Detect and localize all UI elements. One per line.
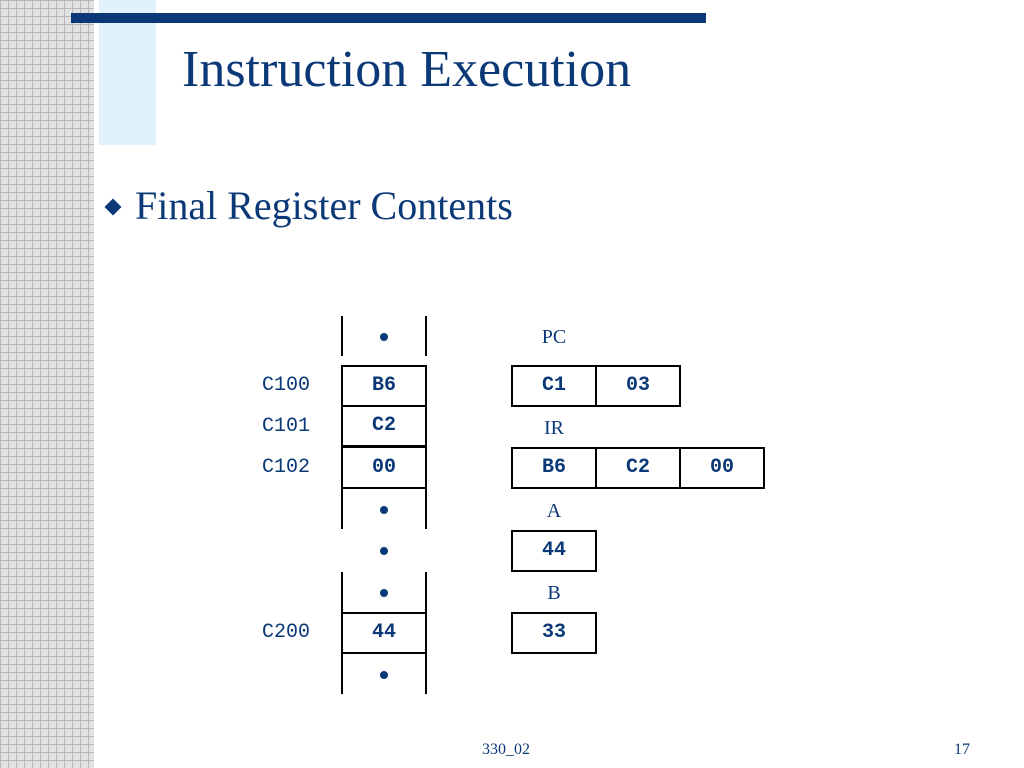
register-cell: 44 (511, 530, 597, 572)
register-cell: 33 (511, 612, 597, 654)
ellipsis-dot-icon (380, 333, 388, 342)
ellipsis-dot-icon (380, 589, 388, 598)
memory-address: C101 (262, 415, 311, 438)
register-pc: C1 03 (511, 365, 681, 407)
register-cell: B6 (511, 447, 597, 489)
ellipsis-dot-icon (380, 671, 388, 680)
diamond-bullet-icon (104, 198, 122, 216)
register-label-ir: IR (544, 417, 564, 439)
ellipsis-dot-icon (380, 506, 388, 515)
memory-value-cell: 00 (341, 446, 427, 489)
bullet-text: Final Register Contents (135, 183, 513, 228)
memory-value-cell: 44 (341, 612, 427, 654)
memory-ellipsis-gap (341, 530, 427, 570)
memory-address: C200 (262, 621, 311, 644)
register-cell: 00 (679, 447, 765, 489)
memory-value-cell: C2 (341, 405, 427, 447)
register-cell: 03 (595, 365, 681, 407)
register-b: 33 (511, 612, 597, 654)
title-rule (71, 13, 706, 23)
register-ir: B6 C2 00 (511, 447, 765, 489)
register-cell: C2 (595, 447, 681, 489)
memory-ellipsis-cell (341, 654, 427, 694)
memory-ellipsis-cell (341, 316, 427, 356)
register-label-b: B (547, 582, 561, 604)
register-label-pc: PC (541, 326, 567, 348)
memory-ellipsis-cell (341, 489, 427, 529)
register-cell: C1 (511, 365, 597, 407)
register-a: 44 (511, 530, 597, 572)
register-label-a: A (546, 500, 562, 522)
memory-ellipsis-cell (341, 572, 427, 612)
accent-block (99, 0, 156, 145)
memory-address: C102 (262, 456, 311, 479)
grid-pattern-strip (0, 0, 94, 768)
memory-address: C100 (262, 374, 311, 397)
footer-text: 330_02 (482, 741, 530, 758)
slide-title: Instruction Execution (182, 41, 632, 98)
page-number: 17 (954, 741, 970, 758)
ellipsis-dot-icon (380, 547, 388, 556)
memory-value-cell: B6 (341, 365, 427, 407)
bullet-item: Final Register Contents (104, 183, 513, 228)
